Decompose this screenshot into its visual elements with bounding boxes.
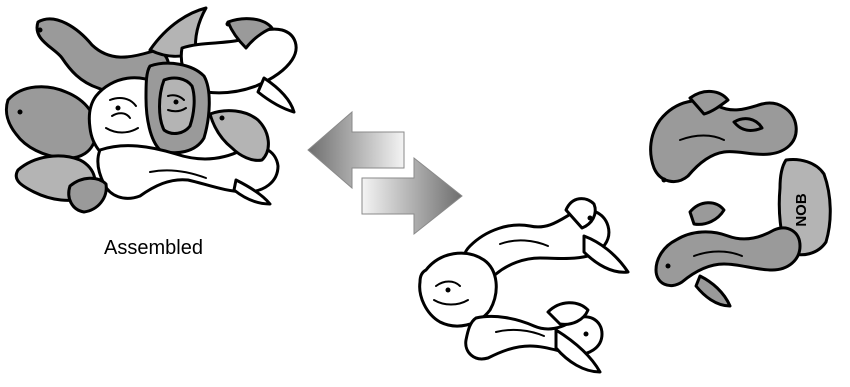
gray-shark-piece: NOB bbox=[651, 91, 831, 306]
swap-arrows bbox=[308, 112, 462, 234]
nob-stamp-icon: NOB bbox=[793, 193, 810, 227]
white-shark-piece bbox=[420, 199, 628, 372]
assembled-label: Assembled bbox=[104, 237, 203, 260]
arrow-left-icon bbox=[308, 112, 404, 188]
assembled-puzzle bbox=[6, 8, 296, 212]
arrow-right-icon bbox=[362, 158, 462, 234]
